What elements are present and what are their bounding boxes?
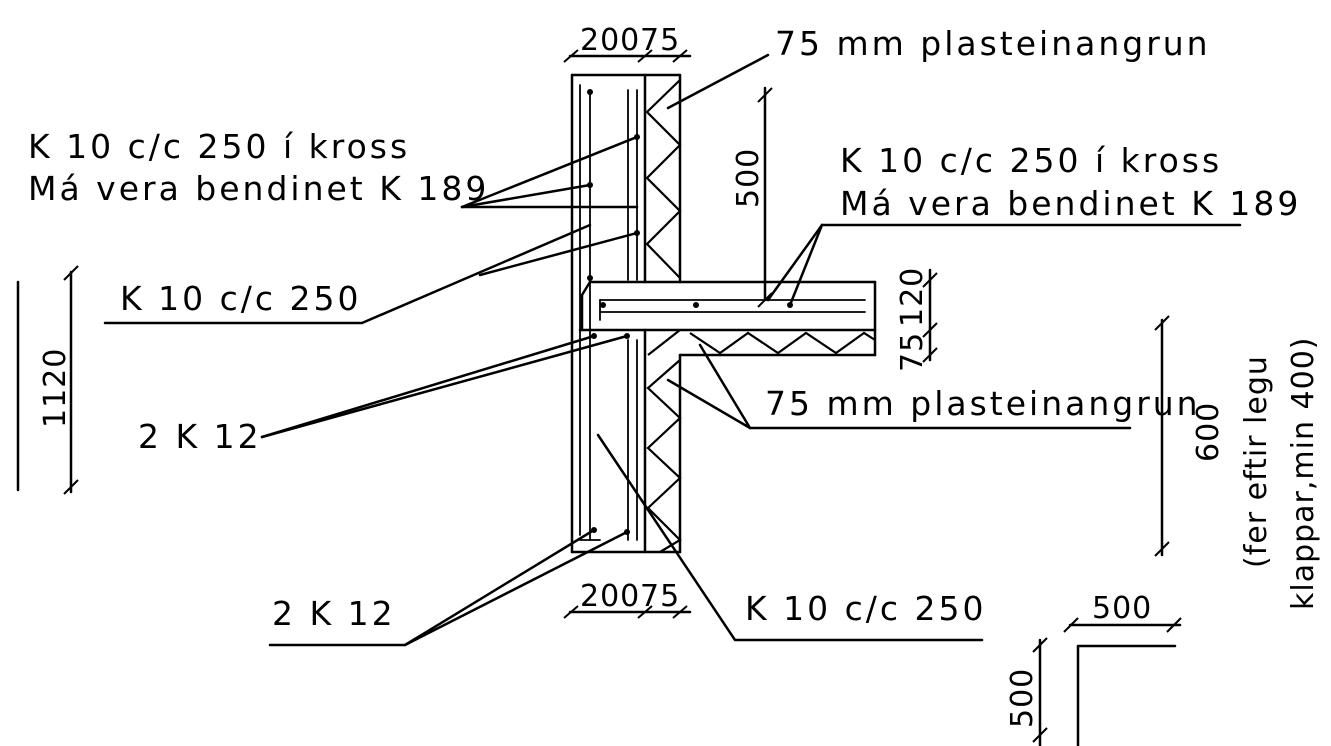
dim-height-left: 1120: [38, 348, 73, 428]
dim-depth-note-2: klappar,min 400): [1286, 336, 1321, 610]
label-rebar-250-lower: K 10 c/c 250: [745, 589, 987, 628]
wall-outline: [570, 73, 682, 554]
dim-bottom-wall: 200: [580, 579, 640, 614]
text-labels: 75 mm plasteinangrun K 10 c/c 250 í kros…: [28, 24, 1301, 633]
label-insulation-top: 75 mm plasteinangrun: [775, 24, 1211, 63]
label-cross-left-2: Má vera bendinet K 189: [28, 169, 489, 208]
dimension-texts: 200 75 200 75 1120 500 120 75 600 (fer e…: [38, 23, 1321, 728]
label-cross-left-1: K 10 c/c 250 í kross: [28, 127, 410, 166]
slab-outline: [578, 280, 877, 357]
label-2k12-lower: 2 K 12: [272, 594, 396, 633]
dim-depth-right: 600: [1191, 402, 1226, 462]
label-cross-right-1: K 10 c/c 250 í kross: [840, 141, 1222, 180]
dim-hook-vertical: 500: [1005, 668, 1040, 728]
dim-depth-note-1: (fer eftir legu: [1239, 355, 1274, 568]
insulation-hatch-slab: [689, 331, 876, 355]
label-insulation-mid: 75 mm plasteinangrun: [765, 384, 1201, 423]
leader-lines: [103, 53, 1242, 647]
insulation-hatch-lower: [646, 329, 682, 553]
dim-slab-insulation: 75: [895, 332, 930, 372]
dim-bottom-ins: 75: [640, 579, 680, 614]
label-2k12-upper: 2 K 12: [138, 417, 262, 456]
dim-top-wall: 200: [580, 23, 640, 58]
dim-wall-above-slab: 500: [731, 148, 766, 208]
dimension-lines: [16, 49, 1182, 746]
insulation-hatch-upper: [645, 79, 682, 279]
label-cross-right-2: Má vera bendinet K 189: [840, 184, 1301, 223]
dim-hook-horizontal: 500: [1092, 591, 1152, 626]
dim-slab-thickness: 120: [895, 267, 930, 327]
dim-top-ins: 75: [640, 23, 680, 58]
rebar-lines: [579, 84, 866, 541]
label-rebar-250-upper: K 10 c/c 250: [120, 279, 362, 318]
